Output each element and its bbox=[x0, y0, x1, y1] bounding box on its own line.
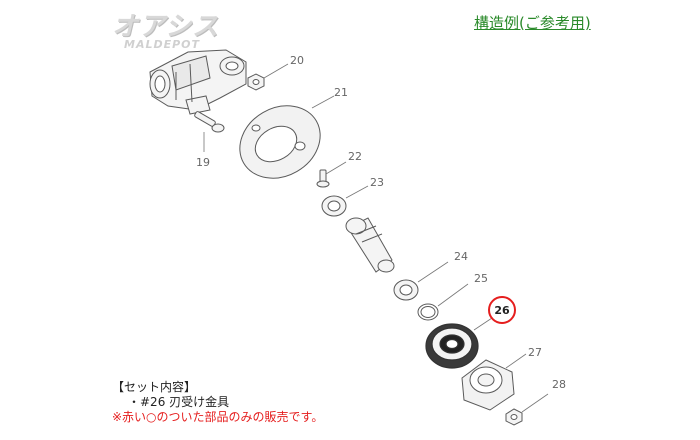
callout-19: 19 bbox=[196, 156, 210, 169]
page-title: 構造例(ご参考用) bbox=[474, 14, 591, 32]
callout-23: 23 bbox=[370, 176, 384, 189]
logo-sub-text: MALDEPOT bbox=[124, 38, 201, 51]
nut-part-20 bbox=[247, 73, 265, 91]
gear-case-part bbox=[149, 49, 247, 115]
callout-26-highlighted: 26 bbox=[488, 296, 516, 324]
callout-28: 28 bbox=[552, 378, 566, 391]
bearing-part-23 bbox=[321, 195, 347, 217]
callout-27: 27 bbox=[528, 346, 542, 359]
ring-part-25 bbox=[417, 303, 439, 321]
bearing-part-24 bbox=[393, 279, 419, 301]
notes-heading: 【セット内容】 bbox=[112, 380, 197, 394]
cover-part-27 bbox=[461, 359, 515, 411]
brand-logo: オアシス MALDEPOT bbox=[112, 6, 262, 58]
shaft-gear-part bbox=[345, 217, 395, 273]
logo-main-text: オアシス bbox=[112, 12, 219, 42]
notes-item: ・#26 刃受け金具 bbox=[128, 395, 230, 409]
callout-21: 21 bbox=[334, 86, 348, 99]
screw-part-22 bbox=[316, 169, 330, 188]
callout-25: 25 bbox=[474, 272, 488, 285]
bolt-part-19 bbox=[194, 111, 225, 133]
notes-warning: ※赤い○のついた部品のみの販売です。 bbox=[112, 410, 324, 424]
callout-20: 20 bbox=[290, 54, 304, 67]
callout-22: 22 bbox=[348, 150, 362, 163]
callout-24: 24 bbox=[454, 250, 468, 263]
guard-plate-part-21 bbox=[239, 105, 321, 179]
blade-holder-part-26 bbox=[425, 323, 479, 369]
nut-part-28 bbox=[505, 408, 523, 426]
set-contents-notes: 【セット内容】 ・#26 刃受け金具 ※赤い○のついた部品のみの販売です。 bbox=[112, 380, 412, 425]
